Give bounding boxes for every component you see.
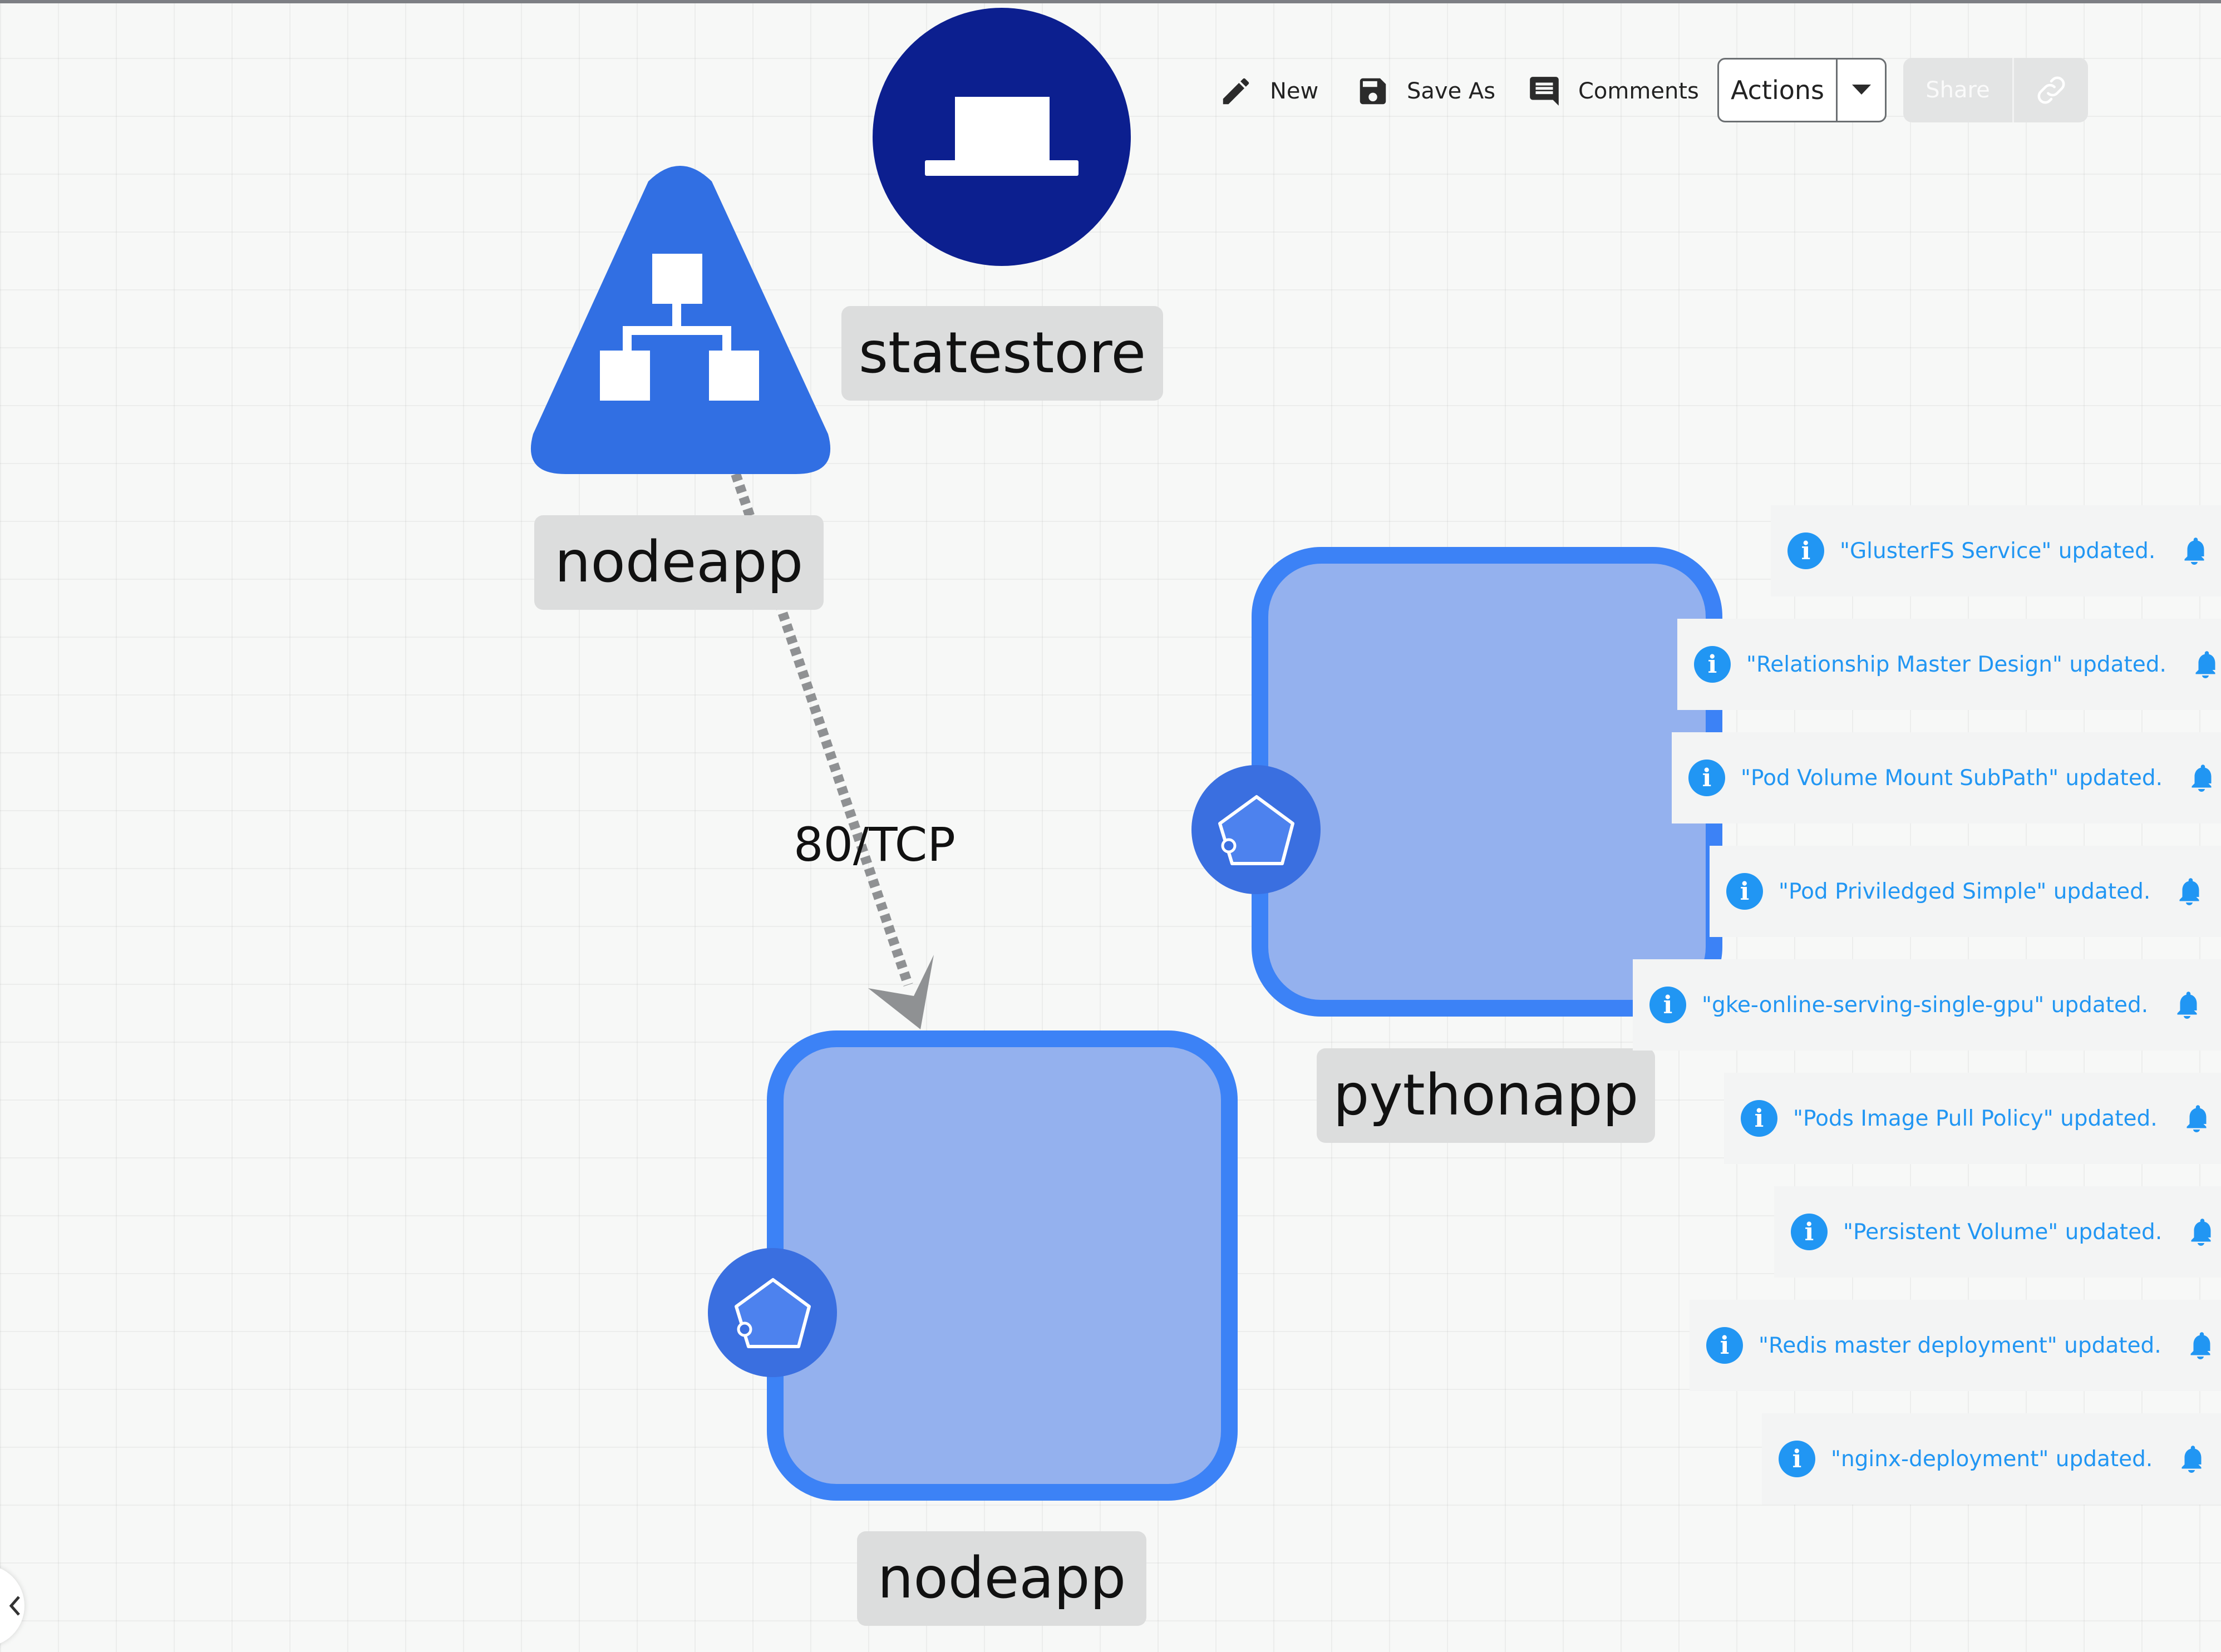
actions-split-button: Actions: [1717, 58, 1887, 122]
comment-icon: [1530, 77, 1559, 106]
link-icon: [2037, 76, 2065, 104]
share-split-button: Share: [1903, 58, 2088, 122]
info-icon: i: [1779, 1441, 1815, 1477]
save-as-label: Save As: [1407, 78, 1496, 104]
pythonapp-deployment-node[interactable]: [1191, 547, 1722, 1017]
nodeapp-service-node[interactable]: [530, 166, 831, 474]
notification-text: "Persistent Volume" updated.: [1843, 1219, 2163, 1245]
notification-item[interactable]: i "Pod Volume Mount SubPath" updated.: [1672, 732, 2221, 823]
notification-item[interactable]: i "GlusterFS Service" updated.: [1771, 505, 2221, 596]
caret-down-icon: [1851, 85, 1871, 95]
notification-item[interactable]: i "Pod Priviledged Simple" updated.: [1710, 846, 2221, 937]
actions-dropdown-toggle[interactable]: [1838, 60, 1885, 121]
pod-port-icon: [737, 1321, 752, 1337]
comments-label: Comments: [1578, 78, 1699, 104]
comments-button[interactable]: Comments: [1527, 58, 1699, 125]
notification-item[interactable]: i "Relationship Master Design" updated.: [1677, 619, 2221, 710]
copy-link-button[interactable]: [2014, 58, 2088, 122]
notification-item[interactable]: i "Redis master deployment" updated.: [1690, 1300, 2221, 1391]
bell-icon[interactable]: [2170, 988, 2204, 1022]
notification-text: "Redis master deployment" updated.: [1759, 1333, 2161, 1358]
bell-icon[interactable]: [2175, 1442, 2208, 1476]
pythonapp-label[interactable]: pythonapp: [1317, 1048, 1655, 1143]
bell-icon[interactable]: [2184, 1329, 2217, 1362]
info-icon: i: [1787, 532, 1824, 569]
notification-text: "Pods Image Pull Policy" updated.: [1793, 1106, 2158, 1131]
component-icon: [925, 97, 1079, 176]
notification-text: "Pod Priviledged Simple" updated.: [1779, 879, 2151, 904]
info-icon: i: [1688, 760, 1725, 796]
pencil-icon: [1223, 78, 1249, 105]
bell-icon[interactable]: [2189, 648, 2221, 681]
statestore-label[interactable]: statestore: [841, 306, 1163, 401]
info-icon: i: [1706, 1327, 1743, 1364]
arrowhead: [868, 955, 934, 1029]
notification-item[interactable]: i "nginx-deployment" updated.: [1762, 1413, 2221, 1505]
save-as-button[interactable]: Save As: [1356, 58, 1495, 125]
chevron-left-icon: [9, 1596, 20, 1616]
new-button[interactable]: New: [1219, 58, 1318, 125]
notification-text: "Relationship Master Design" updated.: [1746, 652, 2166, 677]
nodeapp-deployment-node[interactable]: [708, 1030, 1238, 1501]
notification-text: "GlusterFS Service" updated.: [1840, 538, 2156, 564]
info-icon: i: [1649, 987, 1686, 1023]
bell-icon[interactable]: [2180, 1102, 2213, 1135]
bell-icon[interactable]: [2184, 1215, 2218, 1249]
info-icon: i: [1726, 873, 1763, 910]
info-icon: i: [1791, 1214, 1828, 1250]
new-label: New: [1270, 78, 1319, 104]
info-icon: i: [1741, 1100, 1777, 1137]
hierarchy-icon: [600, 254, 759, 401]
bell-icon[interactable]: [2185, 761, 2218, 795]
notification-item[interactable]: i "Pods Image Pull Policy" updated.: [1724, 1073, 2221, 1164]
notification-text: "nginx-deployment" updated.: [1831, 1446, 2153, 1472]
pod-badge: [1191, 765, 1321, 894]
notification-text: "Pod Volume Mount SubPath" updated.: [1741, 765, 2163, 791]
pod-port-icon: [1221, 838, 1237, 854]
statestore-node[interactable]: [873, 8, 1131, 266]
notification-item[interactable]: i "Persistent Volume" updated.: [1774, 1186, 2221, 1278]
info-icon: i: [1694, 646, 1731, 683]
share-button[interactable]: Share: [1903, 58, 2014, 122]
edge-port-label: 80/TCP: [794, 817, 956, 872]
actions-button[interactable]: Actions: [1719, 60, 1838, 121]
nodeapp-service-label[interactable]: nodeapp: [534, 515, 824, 610]
nodeapp-deployment-label[interactable]: nodeapp: [857, 1531, 1146, 1626]
notification-text: "gke-online-serving-single-gpu" updated.: [1702, 992, 2149, 1018]
floppy-icon: [1360, 78, 1386, 105]
window-top-edge: [0, 0, 2221, 3]
pod-badge: [708, 1248, 837, 1377]
notification-item[interactable]: i "gke-online-serving-single-gpu" updated…: [1633, 959, 2221, 1051]
bell-icon[interactable]: [2173, 875, 2206, 908]
bell-icon[interactable]: [2178, 534, 2211, 568]
